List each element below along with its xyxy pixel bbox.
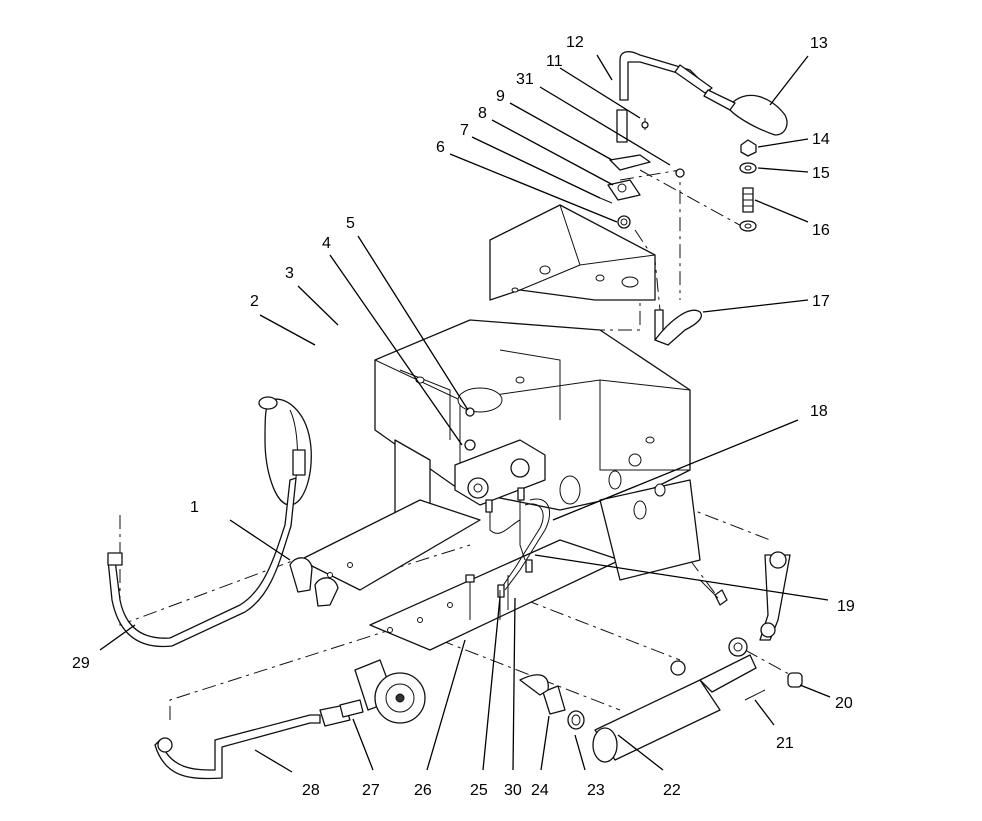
callout-1: 1 (190, 499, 199, 516)
callout-19: 19 (837, 598, 855, 615)
leader-31 (539, 86, 671, 166)
leader-9 (509, 102, 613, 161)
hydraulic-motor (354, 659, 426, 724)
lever-arm (654, 309, 702, 346)
leader-4 (329, 254, 463, 446)
hardware-stack (739, 139, 757, 232)
hose-lines (107, 477, 351, 780)
side-link (699, 551, 791, 641)
leader-26 (426, 639, 466, 771)
leader-11 (559, 67, 641, 119)
leader-7 (471, 136, 601, 199)
callout-7: 7 (460, 122, 469, 139)
small-parts (465, 574, 803, 730)
callout-31: 31 (516, 71, 534, 88)
callout-15: 15 (812, 165, 830, 182)
callout-16: 16 (812, 222, 830, 239)
callout-labels: 1 2 3 4 5 6 7 8 9 11 12 13 14 15 16 17 1… (72, 34, 855, 799)
leader-1 (229, 519, 291, 561)
leader-22 (617, 734, 664, 771)
callout-18: 18 (810, 403, 828, 420)
callout-26: 26 (414, 782, 432, 799)
callout-29: 29 (72, 655, 90, 672)
callout-21: 21 (776, 735, 794, 752)
callout-20: 20 (835, 695, 853, 712)
leader-23 (574, 734, 586, 771)
callout-25: 25 (470, 782, 488, 799)
upper-bracket (489, 204, 656, 301)
leader-16 (754, 199, 809, 223)
leader-24 (540, 715, 550, 771)
callout-11: 11 (546, 53, 563, 70)
leader-21 (754, 699, 775, 726)
callout-23: 23 (587, 782, 605, 799)
callout-8: 8 (478, 105, 487, 122)
callout-9: 9 (496, 88, 505, 105)
leader-5 (357, 235, 469, 411)
leader-8 (491, 119, 614, 186)
callout-3: 3 (285, 265, 294, 282)
callout-27: 27 (362, 782, 380, 799)
callout-30: 30 (504, 782, 522, 799)
leader-6 (449, 153, 618, 223)
linkage (599, 154, 685, 229)
fittings (289, 557, 364, 718)
leader-25 (482, 596, 501, 771)
callout-13: 13 (810, 35, 828, 52)
leader-lines (99, 54, 831, 773)
callout-24: 24 (531, 782, 549, 799)
leader-14 (757, 138, 809, 148)
callout-14: 14 (812, 131, 830, 148)
leader-2 (259, 314, 316, 346)
leader-17 (702, 299, 809, 313)
leader-30 (512, 597, 516, 771)
callout-5: 5 (346, 215, 355, 232)
hydraulic-cylinder (592, 637, 757, 763)
callout-6: 6 (436, 139, 445, 156)
leader-29 (99, 624, 136, 651)
hydraulic-lines (485, 487, 550, 598)
leader-3 (297, 285, 339, 326)
callout-2: 2 (250, 293, 259, 310)
lower-deck (299, 479, 701, 651)
callout-22: 22 (663, 782, 681, 799)
valve-block (454, 407, 546, 506)
leader-20 (799, 684, 831, 698)
hydraulic-pump (258, 396, 312, 506)
leader-12 (596, 54, 613, 81)
callout-4: 4 (322, 235, 331, 252)
callout-17: 17 (812, 293, 830, 310)
leader-19 (534, 554, 829, 601)
leader-18 (552, 419, 799, 521)
leader-27 (352, 718, 374, 771)
callout-12: 12 (566, 34, 584, 51)
leader-13 (769, 55, 809, 106)
leader-28 (254, 749, 293, 773)
shift-lever (616, 51, 788, 143)
callout-28: 28 (302, 782, 320, 799)
leader-15 (757, 167, 809, 173)
